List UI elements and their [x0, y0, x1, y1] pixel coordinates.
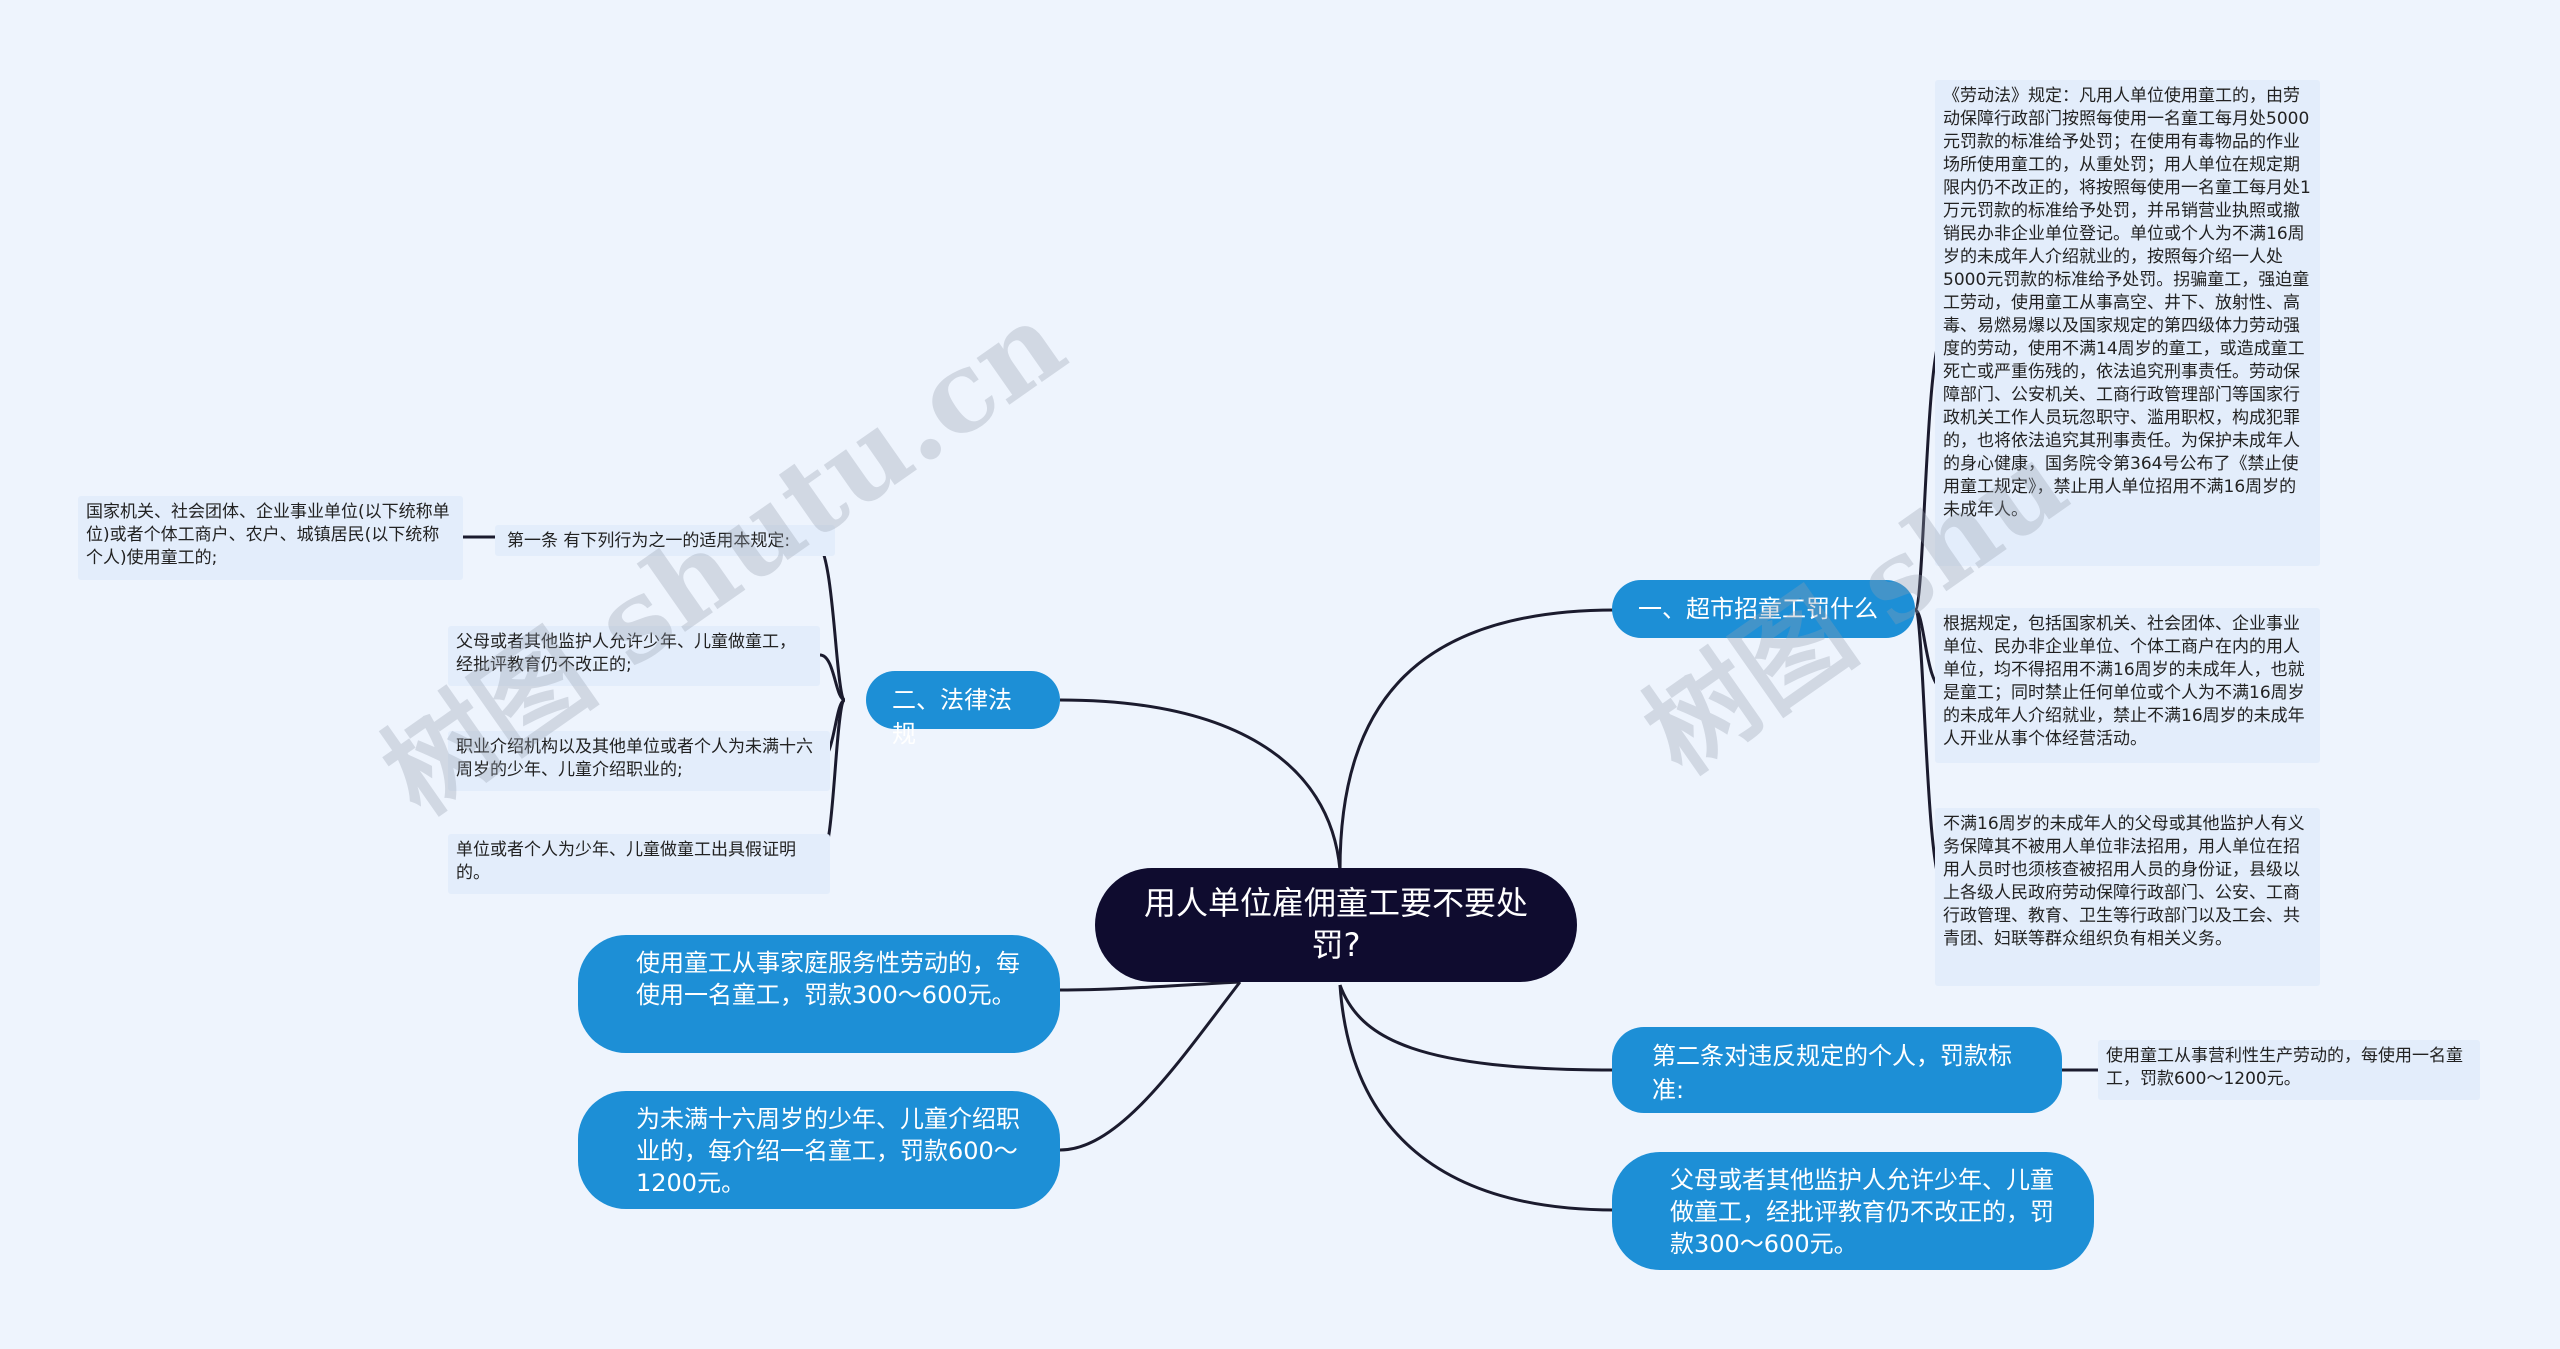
leaf-article-one[interactable]: 第一条 有下列行为之一的适用本规定:: [495, 525, 835, 556]
topic-parent-fine[interactable]: 父母或者其他监护人允许少年、儿童做童工，经批评教育仍不改正的，罚款300～600…: [1612, 1152, 2094, 1270]
leaf-commercial-labor-fine[interactable]: 使用童工从事营利性生产劳动的，每使用一名童工，罚款600～1200元。: [2098, 1040, 2480, 1100]
topic-household-service-fine[interactable]: 使用童工从事家庭服务性劳动的，每使用一名童工，罚款300～600元。: [578, 935, 1060, 1053]
topic-label: 一、超市招童工罚什么: [1638, 595, 1878, 623]
leaf-text: 使用童工从事营利性生产劳动的，每使用一名童工，罚款600～1200元。: [2106, 1046, 2463, 1089]
leaf-text: 单位或者个人为少年、儿童做童工出具假证明的。: [456, 840, 796, 883]
leaf-text: 《劳动法》规定：凡用人单位使用童工的，由劳动保障行政部门按照每使用一名童工每月处…: [1943, 86, 2311, 520]
topic-label: 父母或者其他监护人允许少年、儿童做童工，经批评教育仍不改正的，罚款300～600…: [1670, 1166, 2054, 1258]
topic-article-two[interactable]: 第二条对违反规定的个人，罚款标准:: [1612, 1027, 2062, 1113]
topic-label: 为未满十六周岁的少年、儿童介绍职业的，每介绍一名童工，罚款600～1200元。: [636, 1105, 1020, 1197]
leaf-text: 第一条 有下列行为之一的适用本规定:: [507, 531, 791, 551]
leaf-units-definition[interactable]: 国家机关、社会团体、企业事业单位(以下统称单位)或者个体工商户、农户、城镇居民(…: [78, 496, 463, 580]
leaf-false-certificate-case[interactable]: 单位或者个人为少年、儿童做童工出具假证明的。: [448, 834, 830, 894]
topic-laws[interactable]: 二、法律法规: [866, 671, 1060, 748]
topic-label: 二、法律法规: [892, 686, 1012, 748]
leaf-guardian-duty[interactable]: 不满16周岁的未成年人的父母或其他监护人有义务保障其不被用人单位非法招用，用人单…: [1935, 808, 2320, 986]
leaf-text: 根据规定，包括国家机关、社会团体、企业事业单位、民办非企业单位、个体工商户在内的…: [1943, 614, 2305, 749]
leaf-labor-law[interactable]: 《劳动法》规定：凡用人单位使用童工的，由劳动保障行政部门按照每使用一名童工每月处…: [1935, 80, 2320, 566]
leaf-employer-rule[interactable]: 根据规定，包括国家机关、社会团体、企业事业单位、民办非企业单位、个体工商户在内的…: [1935, 608, 2320, 763]
topic-label: 使用童工从事家庭服务性劳动的，每使用一名童工，罚款300～600元。: [636, 949, 1020, 1009]
leaf-text: 职业介绍机构以及其他单位或者个人为未满十六周岁的少年、儿童介绍职业的;: [456, 737, 813, 780]
leaf-text: 不满16周岁的未成年人的父母或其他监护人有义务保障其不被用人单位非法招用，用人单…: [1943, 814, 2305, 949]
leaf-text: 父母或者其他监护人允许少年、儿童做童工，经批评教育仍不改正的;: [456, 632, 796, 675]
topic-label: 第二条对违反规定的个人，罚款标准:: [1652, 1042, 2012, 1104]
root-topic[interactable]: 用人单位雇佣童工要不要处罚?: [1095, 868, 1577, 982]
topic-penalty-supermarket[interactable]: 一、超市招童工罚什么: [1612, 580, 1915, 638]
leaf-text: 国家机关、社会团体、企业事业单位(以下统称单位)或者个体工商户、农户、城镇居民(…: [86, 502, 450, 568]
leaf-guardian-case[interactable]: 父母或者其他监护人允许少年、儿童做童工，经批评教育仍不改正的;: [448, 626, 820, 686]
root-label: 用人单位雇佣童工要不要处罚?: [1143, 884, 1528, 964]
leaf-job-agency-case[interactable]: 职业介绍机构以及其他单位或者个人为未满十六周岁的少年、儿童介绍职业的;: [448, 731, 830, 791]
topic-job-introduction-fine[interactable]: 为未满十六周岁的少年、儿童介绍职业的，每介绍一名童工，罚款600～1200元。: [578, 1091, 1060, 1209]
